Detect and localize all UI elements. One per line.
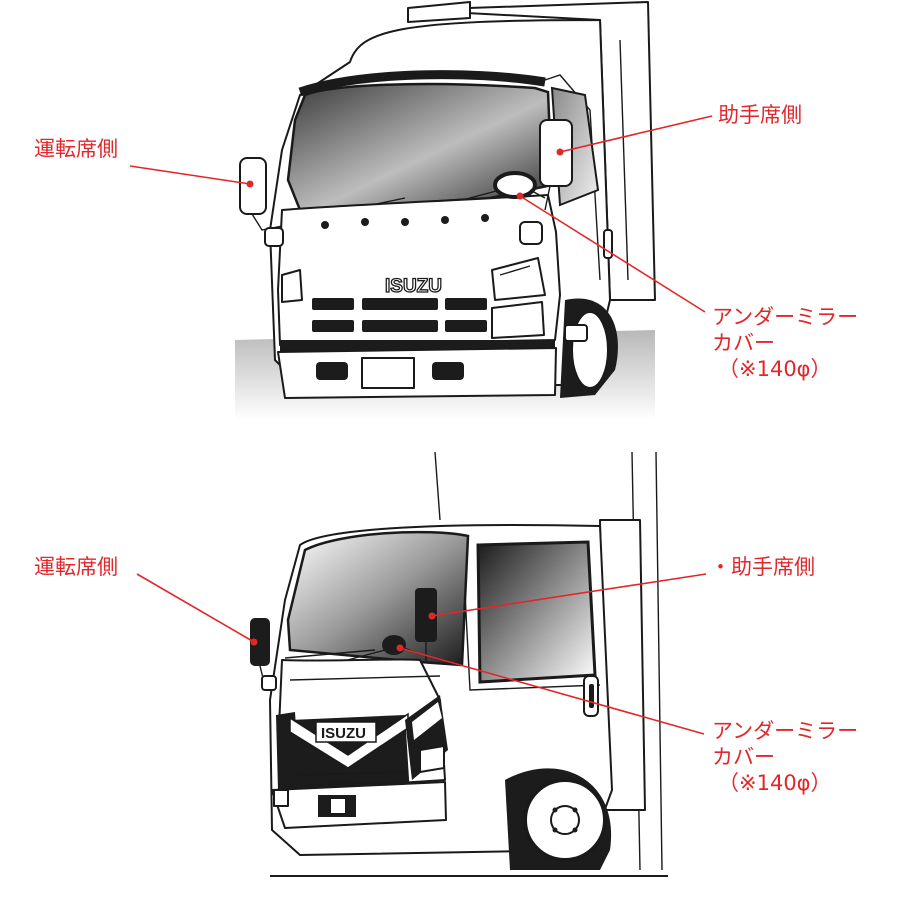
front-wheel — [505, 768, 612, 870]
label-under-mirror-line1: アンダーミラー — [712, 305, 859, 329]
label-under-mirror-line3: （※140φ） — [718, 357, 832, 381]
passenger-side-mirror — [415, 588, 437, 662]
label-under-mirror-line2: カバー — [712, 745, 775, 769]
front-wheel — [560, 298, 618, 398]
panel-older-truck: ISUZU — [34, 1, 858, 420]
emblem-isuzu: ISUZU — [321, 725, 366, 742]
label-under-mirror-line2: カバー — [712, 331, 775, 355]
label-under-mirror-line1: アンダーミラー — [712, 719, 859, 743]
under-mirror — [493, 171, 546, 199]
label-under-mirror-cover: アンダーミラー カバー （※140φ） — [712, 718, 858, 796]
driver-side-mirror — [239, 157, 284, 247]
label-passenger-side: 助手席側 — [718, 103, 802, 127]
driver-side-mirror — [250, 618, 277, 691]
label-passenger-side: ・助手席側 — [710, 555, 815, 579]
label-under-mirror-line3: （※140φ） — [718, 771, 832, 795]
label-driver-side: 運転席側 — [34, 555, 118, 579]
annotation-lines — [129, 115, 713, 313]
windshield — [286, 530, 470, 667]
headlights — [281, 257, 546, 339]
bumper — [271, 781, 447, 829]
annotation-lines — [136, 573, 707, 735]
label-under-mirror-cover: アンダーミラー カバー （※140φ） — [712, 304, 858, 382]
headlight — [405, 695, 448, 780]
emblem-isuzu: ISUZU — [385, 276, 442, 297]
bumper — [277, 347, 557, 399]
passenger-side-mirror — [519, 119, 573, 245]
truck-illustration-newer: ISUZU — [136, 451, 707, 877]
cargo-box — [407, 1, 656, 301]
truck-illustration-older: ISUZU — [129, 1, 713, 420]
label-driver-side: 運転席側 — [34, 137, 118, 161]
windshield — [286, 70, 554, 212]
panel-newer-truck: ISUZU — [0, 450, 900, 900]
